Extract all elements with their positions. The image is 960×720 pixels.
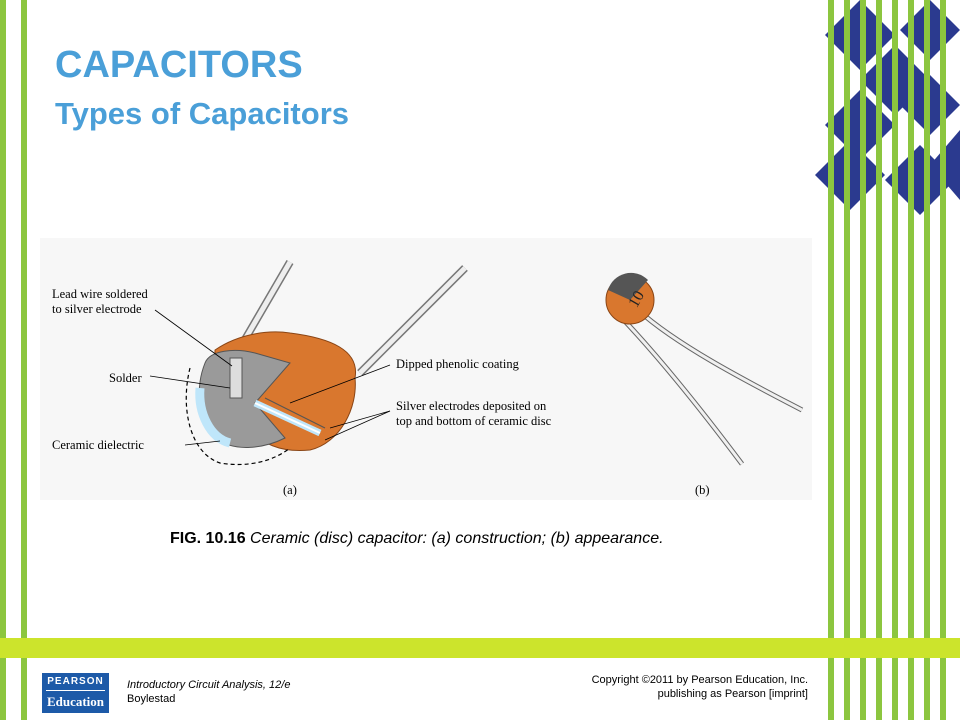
label-lead-wire-1: Lead wire soldered bbox=[52, 287, 149, 301]
figure-caption: FIG. 10.16 Ceramic (disc) capacitor: (a)… bbox=[170, 530, 664, 548]
slide-subtitle: Types of Capacitors bbox=[55, 96, 350, 131]
caption-text: Ceramic (disc) capacitor: (a) constructi… bbox=[245, 530, 664, 547]
book-info: Introductory Circuit Analysis, 12/e Boyl… bbox=[127, 678, 290, 706]
slide-title: CAPACITORS bbox=[55, 44, 303, 86]
copyright-line-1: Copyright ©2011 by Pearson Education, In… bbox=[591, 674, 808, 686]
left-stripe-1 bbox=[0, 0, 6, 720]
left-stripe-2 bbox=[21, 0, 27, 720]
copyright-info: Copyright ©2011 by Pearson Education, In… bbox=[592, 673, 808, 701]
capacitor-figure: Lead wire soldered to silver electrode S… bbox=[40, 238, 812, 500]
label-lead-wire-2: to silver electrode bbox=[52, 302, 142, 316]
label-coating: Dipped phenolic coating bbox=[396, 357, 520, 371]
logo-bottom-text: Education bbox=[46, 694, 105, 709]
label-part-b: (b) bbox=[695, 483, 710, 497]
book-author: Boylestad bbox=[127, 693, 176, 705]
disc-marking: 10 bbox=[625, 288, 648, 310]
logo-divider bbox=[46, 690, 105, 691]
label-part-a: (a) bbox=[283, 483, 297, 497]
copyright-line-2: publishing as Pearson [imprint] bbox=[657, 688, 808, 700]
capacitor-illustration: Lead wire soldered to silver electrode S… bbox=[52, 259, 804, 497]
footer-bar bbox=[0, 638, 960, 658]
logo-top-text: PEARSON bbox=[47, 676, 104, 687]
book-title: Introductory Circuit Analysis, 12/e bbox=[127, 679, 291, 691]
label-electrodes-2: top and bottom of ceramic disc bbox=[396, 414, 552, 428]
caption-prefix: FIG. 10.16 bbox=[170, 530, 246, 547]
pearson-logo: PEARSON Education bbox=[42, 673, 109, 713]
label-solder: Solder bbox=[109, 371, 142, 385]
label-ceramic: Ceramic dielectric bbox=[52, 438, 144, 452]
right-decoration bbox=[815, 0, 960, 720]
label-electrodes-1: Silver electrodes deposited on bbox=[396, 399, 547, 413]
